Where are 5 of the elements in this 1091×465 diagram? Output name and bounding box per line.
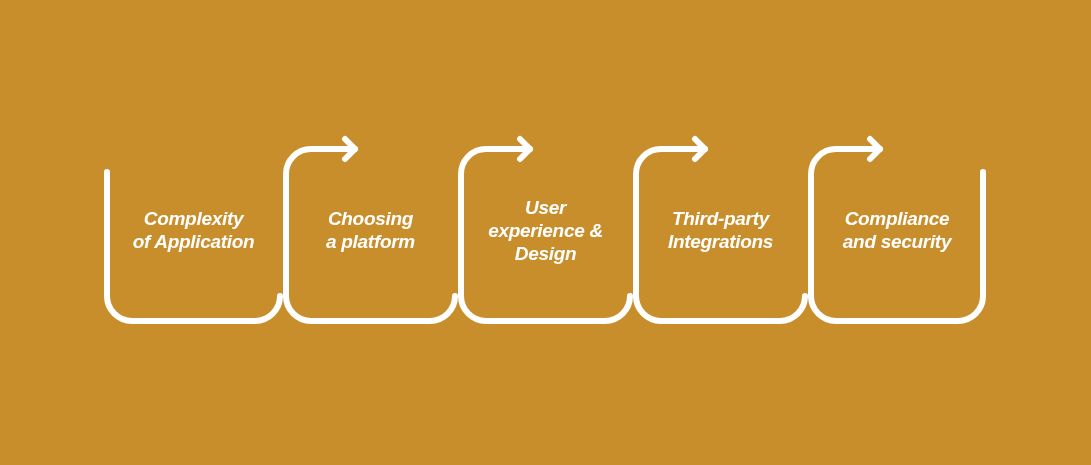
step-label: User experience & Design [488,195,603,265]
step-label: Compliance and security [842,207,952,253]
step-label: Complexity of Application [132,207,255,253]
step-label: Choosing a platform [326,207,415,253]
step-label: Third-party Integrations [667,207,774,253]
